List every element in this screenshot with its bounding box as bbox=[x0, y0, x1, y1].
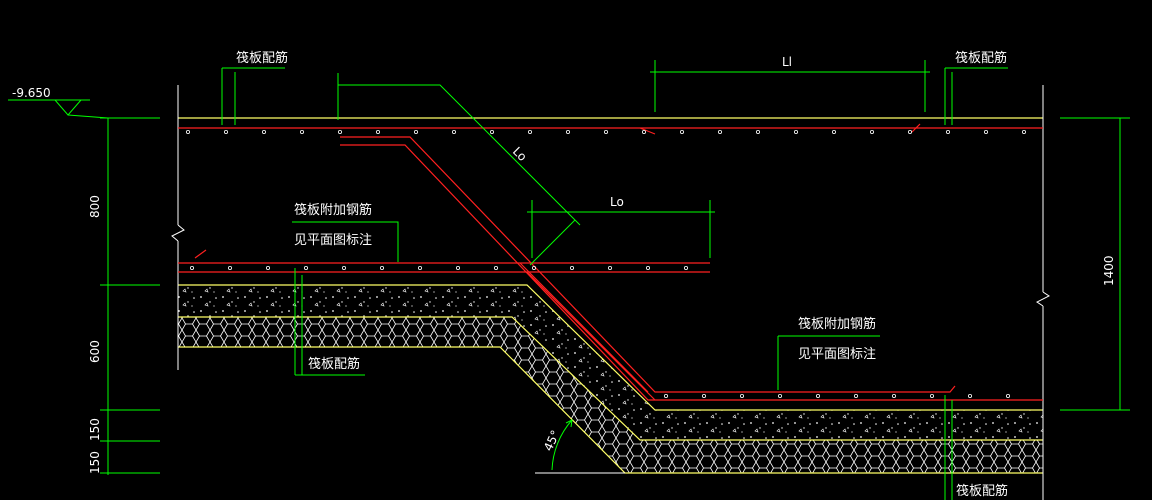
rebar-section-dot bbox=[341, 265, 346, 270]
rebar-section-dot bbox=[303, 265, 308, 270]
dimension-1400: 1400 bbox=[1102, 255, 1116, 286]
rebar-section-dot bbox=[223, 129, 228, 134]
rebar-section-dot bbox=[451, 129, 456, 134]
rebar-dots-top bbox=[185, 129, 1027, 134]
rebar-section-dot bbox=[413, 129, 418, 134]
rebar-section-dot bbox=[1022, 129, 1027, 134]
rebar-section-dot bbox=[664, 393, 669, 398]
dimension-150-lower: 150 bbox=[88, 451, 102, 474]
rebar-section-dot bbox=[493, 265, 498, 270]
additional-rebar-left-line2: 见平面图标注 bbox=[294, 233, 372, 248]
rebar-section-dot bbox=[261, 129, 266, 134]
rebar-dots-low bbox=[664, 393, 1011, 398]
rebar-section-dot bbox=[816, 393, 821, 398]
rebar-section-dot bbox=[968, 393, 973, 398]
rebar-section-dot bbox=[642, 129, 647, 134]
additional-rebar-left-line1: 筏板附加钢筋 bbox=[294, 202, 372, 218]
rebar-section-dot bbox=[189, 265, 194, 270]
rebar-section-dot bbox=[379, 265, 384, 270]
rebar-section-dot bbox=[984, 129, 989, 134]
rebar-section-dot bbox=[702, 393, 707, 398]
dimension-800: 800 bbox=[88, 195, 102, 218]
rebar-section-dot bbox=[778, 393, 783, 398]
dimension-150-upper: 150 bbox=[88, 418, 102, 441]
gravel-layer bbox=[178, 285, 1043, 440]
dimension-angle: 45° bbox=[541, 428, 563, 453]
rebar-lines bbox=[178, 123, 1043, 401]
rebar-section-dot bbox=[566, 129, 571, 134]
rebar-section-dot bbox=[870, 129, 875, 134]
rebar-section-dot bbox=[417, 265, 422, 270]
dimension-ll: Ll bbox=[782, 55, 792, 69]
additional-rebar-right-line2: 见平面图标注 bbox=[798, 347, 876, 362]
rebar-section-dot bbox=[892, 393, 897, 398]
rebar-section-dot bbox=[570, 265, 575, 270]
rebar-section-dot bbox=[832, 129, 837, 134]
text-labels: -9.650 筏板配筋 筏板配筋 筏板配筋 筏板配筋 筏板附加钢筋 见平面图标注… bbox=[12, 50, 1116, 499]
rebar-section-dot bbox=[794, 129, 799, 134]
rebar-section-dot bbox=[930, 393, 935, 398]
rebar-section-dot bbox=[375, 129, 380, 134]
additional-rebar-right-line1: 筏板附加钢筋 bbox=[798, 316, 876, 332]
rebar-section-dot bbox=[604, 129, 609, 134]
rebar-dots-mid bbox=[189, 265, 689, 270]
rebar-section-dot bbox=[608, 265, 613, 270]
dimension-lo-diagonal: Lo bbox=[510, 144, 530, 164]
elevation-label: -9.650 bbox=[12, 86, 51, 100]
rebar-section-dot bbox=[756, 129, 761, 134]
slab-outline bbox=[178, 117, 1043, 474]
rebar-section-dot bbox=[265, 265, 270, 270]
rebar-section-dot bbox=[718, 129, 723, 134]
dimension-600: 600 bbox=[88, 340, 102, 363]
dimension-lo-horizontal: Lo bbox=[610, 195, 624, 209]
dimension-lines bbox=[8, 60, 1130, 500]
rebar-section-dot bbox=[680, 129, 685, 134]
boundary-lines bbox=[171, 85, 1050, 500]
raft-reinforcement-label-top-left: 筏板配筋 bbox=[236, 50, 288, 66]
rebar-section-dot bbox=[854, 393, 859, 398]
rebar-section-dot bbox=[337, 129, 342, 134]
rebar-section-dot bbox=[227, 265, 232, 270]
rebar-section-dot bbox=[1006, 393, 1011, 398]
raft-reinforcement-label-bottom-right: 筏板配筋 bbox=[956, 483, 1008, 499]
rebar-section-dot bbox=[908, 129, 913, 134]
rebar-section-dot bbox=[455, 265, 460, 270]
rebar-section-dot bbox=[185, 129, 190, 134]
rebar-section-dot bbox=[946, 129, 951, 134]
rebar-section-dot bbox=[532, 265, 537, 270]
raft-reinforcement-label-top-right: 筏板配筋 bbox=[955, 50, 1007, 66]
rebar-section-dot bbox=[740, 393, 745, 398]
raft-reinforcement-label-mid-left: 筏板配筋 bbox=[308, 356, 360, 372]
rebar-section-dot bbox=[528, 129, 533, 134]
rebar-section-dot bbox=[646, 265, 651, 270]
rebar-section-dot bbox=[489, 129, 494, 134]
rebar-section-dot bbox=[299, 129, 304, 134]
rebar-section-dot bbox=[684, 265, 689, 270]
cushion-layer bbox=[178, 317, 1043, 473]
